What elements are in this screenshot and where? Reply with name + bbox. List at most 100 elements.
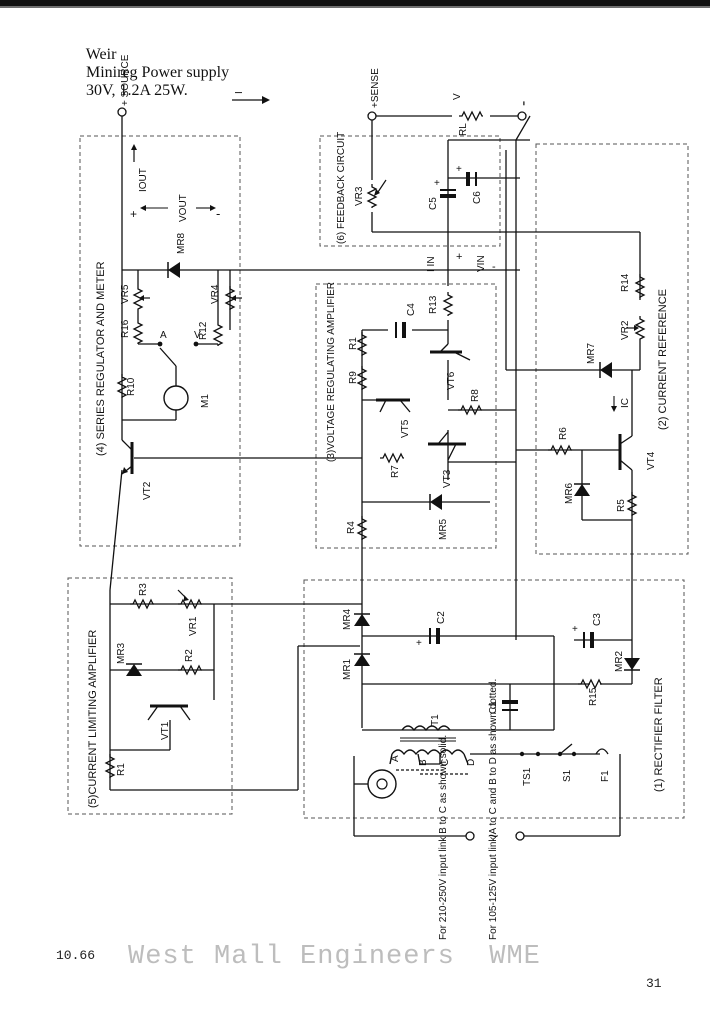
current-label: I <box>234 91 245 94</box>
label-VR3: VR3 <box>354 186 365 206</box>
switch-A-label: A <box>160 330 167 341</box>
resistor-R15: R15 <box>577 679 603 706</box>
capacitor-C2: + C2 <box>416 611 447 649</box>
label-R6: R6 <box>558 427 569 440</box>
label-R2: R2 <box>184 649 195 662</box>
diode-MR2: MR2 <box>614 650 640 672</box>
label-MR5: MR5 <box>438 518 449 540</box>
terminal-negative-label: - <box>515 101 532 106</box>
label-R8: R8 <box>470 389 481 402</box>
label-series-regulator: (4) SERIES REGULATOR AND METER <box>95 261 107 456</box>
c5-plus: + <box>434 178 440 189</box>
label-TS1: TS1 <box>522 767 533 786</box>
terminal-negative: - <box>515 101 532 121</box>
label-voltage-amp: (3)VOLTAGE REGULATING AMPLIFIER <box>326 282 337 462</box>
block-voltage-amp-box <box>315 283 497 549</box>
label-VT1: VT1 <box>160 721 171 740</box>
page-number: 31 <box>646 976 662 991</box>
ac-symbol: ~ <box>488 826 499 846</box>
label-R10: R10 <box>126 377 137 396</box>
label-R3: R3 <box>138 583 149 596</box>
diode-MR3: MR3 <box>116 642 142 676</box>
resistor-R11: R1 <box>348 331 367 357</box>
transformer-T1 <box>389 725 469 765</box>
c6-plus: + <box>456 164 462 175</box>
label-VT2: VT2 <box>142 481 153 500</box>
tap-B: B <box>418 759 429 766</box>
label-R1: R1 <box>116 763 127 776</box>
diode-MR8: MR8 <box>167 232 187 278</box>
vout-minus: - <box>216 206 220 221</box>
label-C4: C4 <box>406 303 417 316</box>
capacitor-C5: C5 + <box>428 178 456 210</box>
switch-V-label: V <box>194 330 201 341</box>
diode-MR7: MR7 <box>586 342 612 378</box>
label-MR7: MR7 <box>586 342 597 364</box>
resistor-R16: R16 <box>120 310 143 345</box>
block-rectifier-box <box>303 579 685 819</box>
terminal-v-label: V <box>452 93 463 100</box>
iout-label: IOUT <box>138 168 149 192</box>
pilot-lamp <box>354 769 397 799</box>
transformer-taps: A B C D <box>390 755 477 766</box>
label-rectifier: (1) RECTIFIER FILTER <box>653 677 665 792</box>
title-model: Minireg Power supply <box>86 64 230 81</box>
tap-A: A <box>390 755 401 762</box>
terminal-sense-label: +SENSE <box>370 68 381 108</box>
pot-VR5: VR5 <box>120 270 150 311</box>
note-hv: For 210-250V input link B to C as shown … <box>438 735 449 940</box>
ic-label: IC <box>620 398 631 408</box>
label-R15: R15 <box>588 687 599 706</box>
resistor-R7: R7 <box>379 453 405 478</box>
resistor-R10: R10 <box>117 373 137 399</box>
block-current-ref-box <box>535 143 689 555</box>
label-VR2: VR2 <box>620 320 631 340</box>
label-feedback: (6) FEEDBACK CIRCUIT <box>336 132 347 244</box>
terminal-source: + SOURCE <box>117 54 131 117</box>
label-RL: RL <box>458 123 469 136</box>
resistor-R3: R3 <box>129 583 155 609</box>
terminal-source-label: + SOURCE <box>120 54 131 106</box>
vin-plus: + <box>456 251 462 263</box>
label-R9: R9 <box>348 371 359 384</box>
label-VT6: VT6 <box>446 371 457 390</box>
note-hv-text: For 210-250V input link B to C as shown … <box>438 735 449 940</box>
title-maker: Weir <box>85 46 117 63</box>
label-current-limit: (5)CURRENT LIMITING AMPLIFIER <box>87 630 99 808</box>
ac-input: ~ <box>465 826 525 846</box>
transistor-VT1: VT1 <box>147 704 191 740</box>
terminal-sense: +SENSE <box>367 68 381 121</box>
label-C5: C5 <box>428 197 439 210</box>
diode-MR6: MR6 <box>564 482 590 504</box>
pot-VR2: VR2 <box>620 315 645 341</box>
current-arrow: I <box>232 91 270 104</box>
label-S1: S1 <box>562 769 573 782</box>
transistor-VT2: VT2 <box>121 439 153 500</box>
label-VR4: VR4 <box>210 284 221 304</box>
label-M1: M1 <box>200 394 211 408</box>
label-T1: T1 <box>430 714 441 726</box>
diode-MR5: MR5 <box>429 494 449 540</box>
label-C2: C2 <box>436 611 447 624</box>
diode-MR1: MR1 <box>342 653 370 680</box>
tap-C: C <box>440 759 451 766</box>
resistor-R8: R8 <box>457 389 483 415</box>
resistor-R9: R9 <box>348 365 367 391</box>
note-lv-text: For 105-125V input link A to C and B to … <box>488 679 499 940</box>
label-R16: R16 <box>120 319 131 338</box>
label-R14: R14 <box>620 273 631 292</box>
meter-M1: M1 <box>122 366 211 421</box>
transistor-VT6: VT6 <box>430 343 471 390</box>
label-C3: C3 <box>592 613 603 626</box>
meter-switch: A V <box>138 330 218 367</box>
capacitor-C6: C6 + <box>456 164 483 204</box>
label-VT4: VT4 <box>646 451 657 470</box>
resistor-R14: R14 <box>620 273 645 299</box>
pot-VR1: VR1 <box>177 589 203 636</box>
label-MR2: MR2 <box>614 650 625 672</box>
block-current-limit-box <box>67 577 233 815</box>
label-R12: R12 <box>198 321 209 340</box>
block-series-regulator-box <box>79 135 241 547</box>
transistor-VT4: VT4 <box>618 434 657 471</box>
